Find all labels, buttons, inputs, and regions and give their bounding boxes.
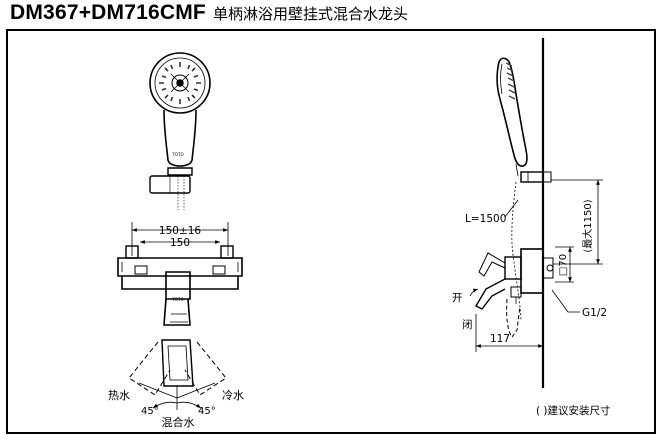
brand-mark-body: TOTO	[171, 297, 183, 302]
width-nominal-label: 150	[170, 237, 190, 249]
model-number: DM367+DM716CMF	[10, 1, 206, 24]
small-height-label: □70	[558, 254, 569, 276]
side-view	[469, 38, 603, 388]
depth-label: 117	[490, 333, 510, 345]
mixing-diagram	[128, 339, 227, 410]
angle-left-label: 45°	[141, 406, 159, 417]
side-holder	[520, 171, 544, 183]
thread-label: G1/2	[582, 307, 607, 319]
mixed-water-label: 混合水	[162, 415, 195, 429]
hand-shower-holder	[167, 167, 193, 176]
page-title: DM367+DM716CMF 单柄淋浴用壁挂式混合水龙头	[10, 1, 408, 27]
faucet-body	[117, 245, 243, 326]
closed-label: 闭	[462, 318, 473, 331]
cold-water-label: 冷水	[222, 389, 244, 402]
hot-water-label: 热水	[108, 389, 130, 402]
depth-dimension	[475, 314, 543, 352]
shower-handle	[163, 109, 197, 167]
brand-mark-head: TOTO	[171, 152, 183, 157]
width-dimension	[131, 222, 229, 256]
open-arc	[469, 288, 479, 297]
open-label: 开	[452, 292, 463, 304]
side-hose	[511, 181, 522, 321]
product-description: 单柄淋浴用壁挂式混合水龙头	[212, 5, 408, 23]
hose-stub	[177, 176, 185, 210]
drawing-frame	[6, 29, 656, 434]
installation-note: ( )建议安装尺寸	[536, 404, 611, 417]
hose-length-label: L=1500	[465, 213, 506, 225]
front-view	[117, 52, 243, 410]
angle-right-label: 45°	[198, 406, 216, 417]
side-valve-body	[475, 248, 554, 310]
side-shower-head	[496, 57, 528, 167]
height-dimension	[551, 179, 603, 283]
width-tolerance-label: 150±16	[159, 225, 202, 237]
closed-handle-outline	[506, 298, 521, 338]
shower-head	[149, 52, 211, 114]
height-max-label: (最大1150)	[581, 199, 594, 252]
